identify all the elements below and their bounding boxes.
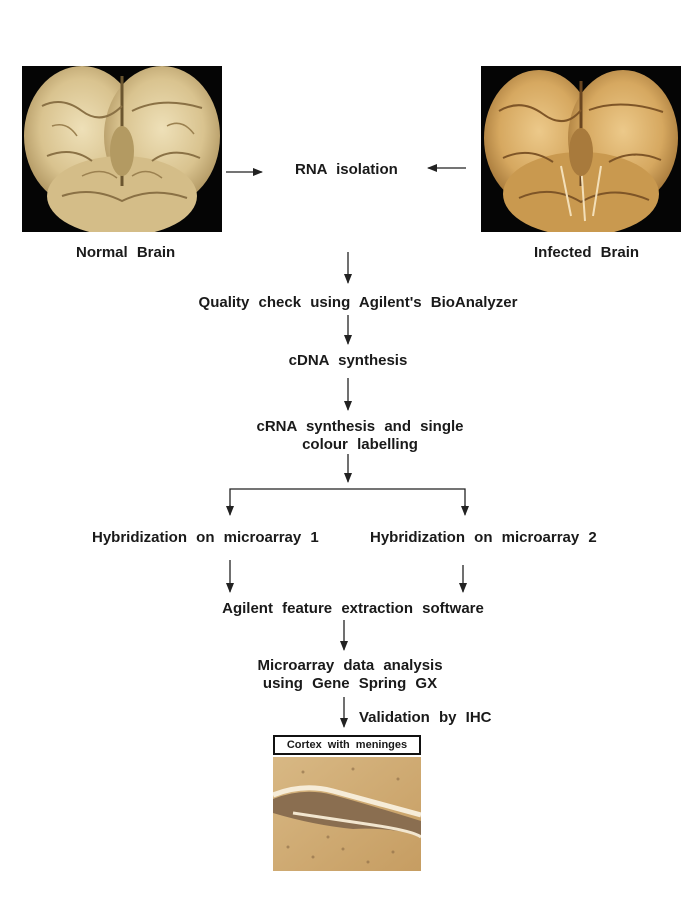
ihc-cortex-micrograph: [273, 757, 421, 871]
step-analysis-line2: using Gene Spring GX: [262, 675, 438, 692]
step-cdna-synthesis: cDNA synthesis: [288, 352, 408, 369]
step-analysis-line1: Microarray data analysis: [257, 657, 443, 674]
step-crna-synthesis: cRNA synthesis and single colour labelli…: [257, 418, 464, 454]
step-crna-line2: colour labelling: [302, 436, 418, 453]
step-rna-isolation: RNA isolation: [295, 161, 398, 178]
step-quality-check: Quality check using Agilent's BioAnalyze…: [198, 294, 518, 311]
step-hybridization-2: Hybridization on microarray 2: [370, 529, 597, 546]
step-hybridization-1: Hybridization on microarray 1: [92, 529, 319, 546]
step-validation: Validation by IHC: [359, 709, 492, 726]
ihc-caption: Cortex with meninges: [273, 735, 421, 755]
step-feature-extraction: Agilent feature extraction software: [222, 600, 484, 617]
infected-brain-photo: [481, 66, 681, 232]
branch-connector: [229, 488, 466, 513]
step-data-analysis: Microarray data analysis using Gene Spri…: [257, 657, 442, 693]
normal-brain-photo: [22, 66, 222, 232]
step-crna-line1: cRNA synthesis and single: [256, 418, 464, 435]
infected-brain-label: Infected Brain: [534, 244, 640, 261]
normal-brain-label: Normal Brain: [76, 244, 176, 261]
